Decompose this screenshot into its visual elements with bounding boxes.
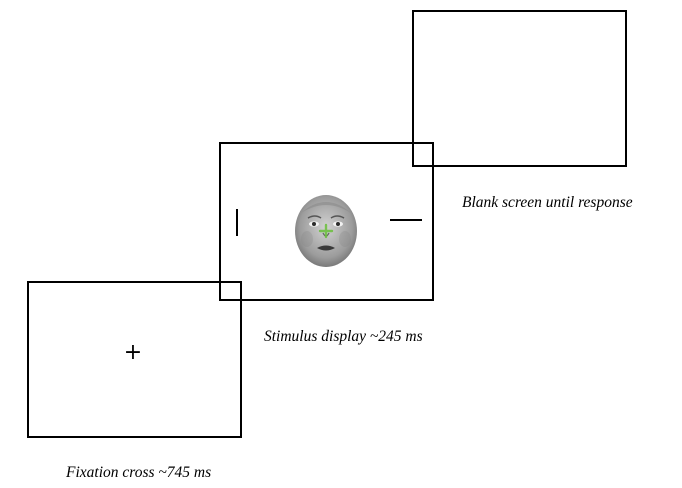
stimulus-screen-frame	[219, 142, 434, 301]
left-brow	[307, 215, 322, 219]
vertical-bar-stimulus	[236, 209, 238, 236]
infant-face-icon	[295, 195, 357, 267]
horizontal-bar-stimulus	[390, 219, 422, 221]
fixation-screen-frame	[27, 281, 242, 438]
blank-screen-frame	[412, 10, 627, 167]
face-marker	[318, 223, 334, 239]
mouth	[317, 245, 335, 251]
stimulus-screen-caption: Stimulus display ~245 ms	[264, 328, 423, 345]
fixation-screen-caption: Fixation cross ~745 ms	[66, 464, 212, 481]
fixation-cross-icon: +	[123, 340, 143, 365]
right-brow	[330, 215, 345, 219]
blank-screen-caption: Blank screen until response	[462, 194, 633, 211]
